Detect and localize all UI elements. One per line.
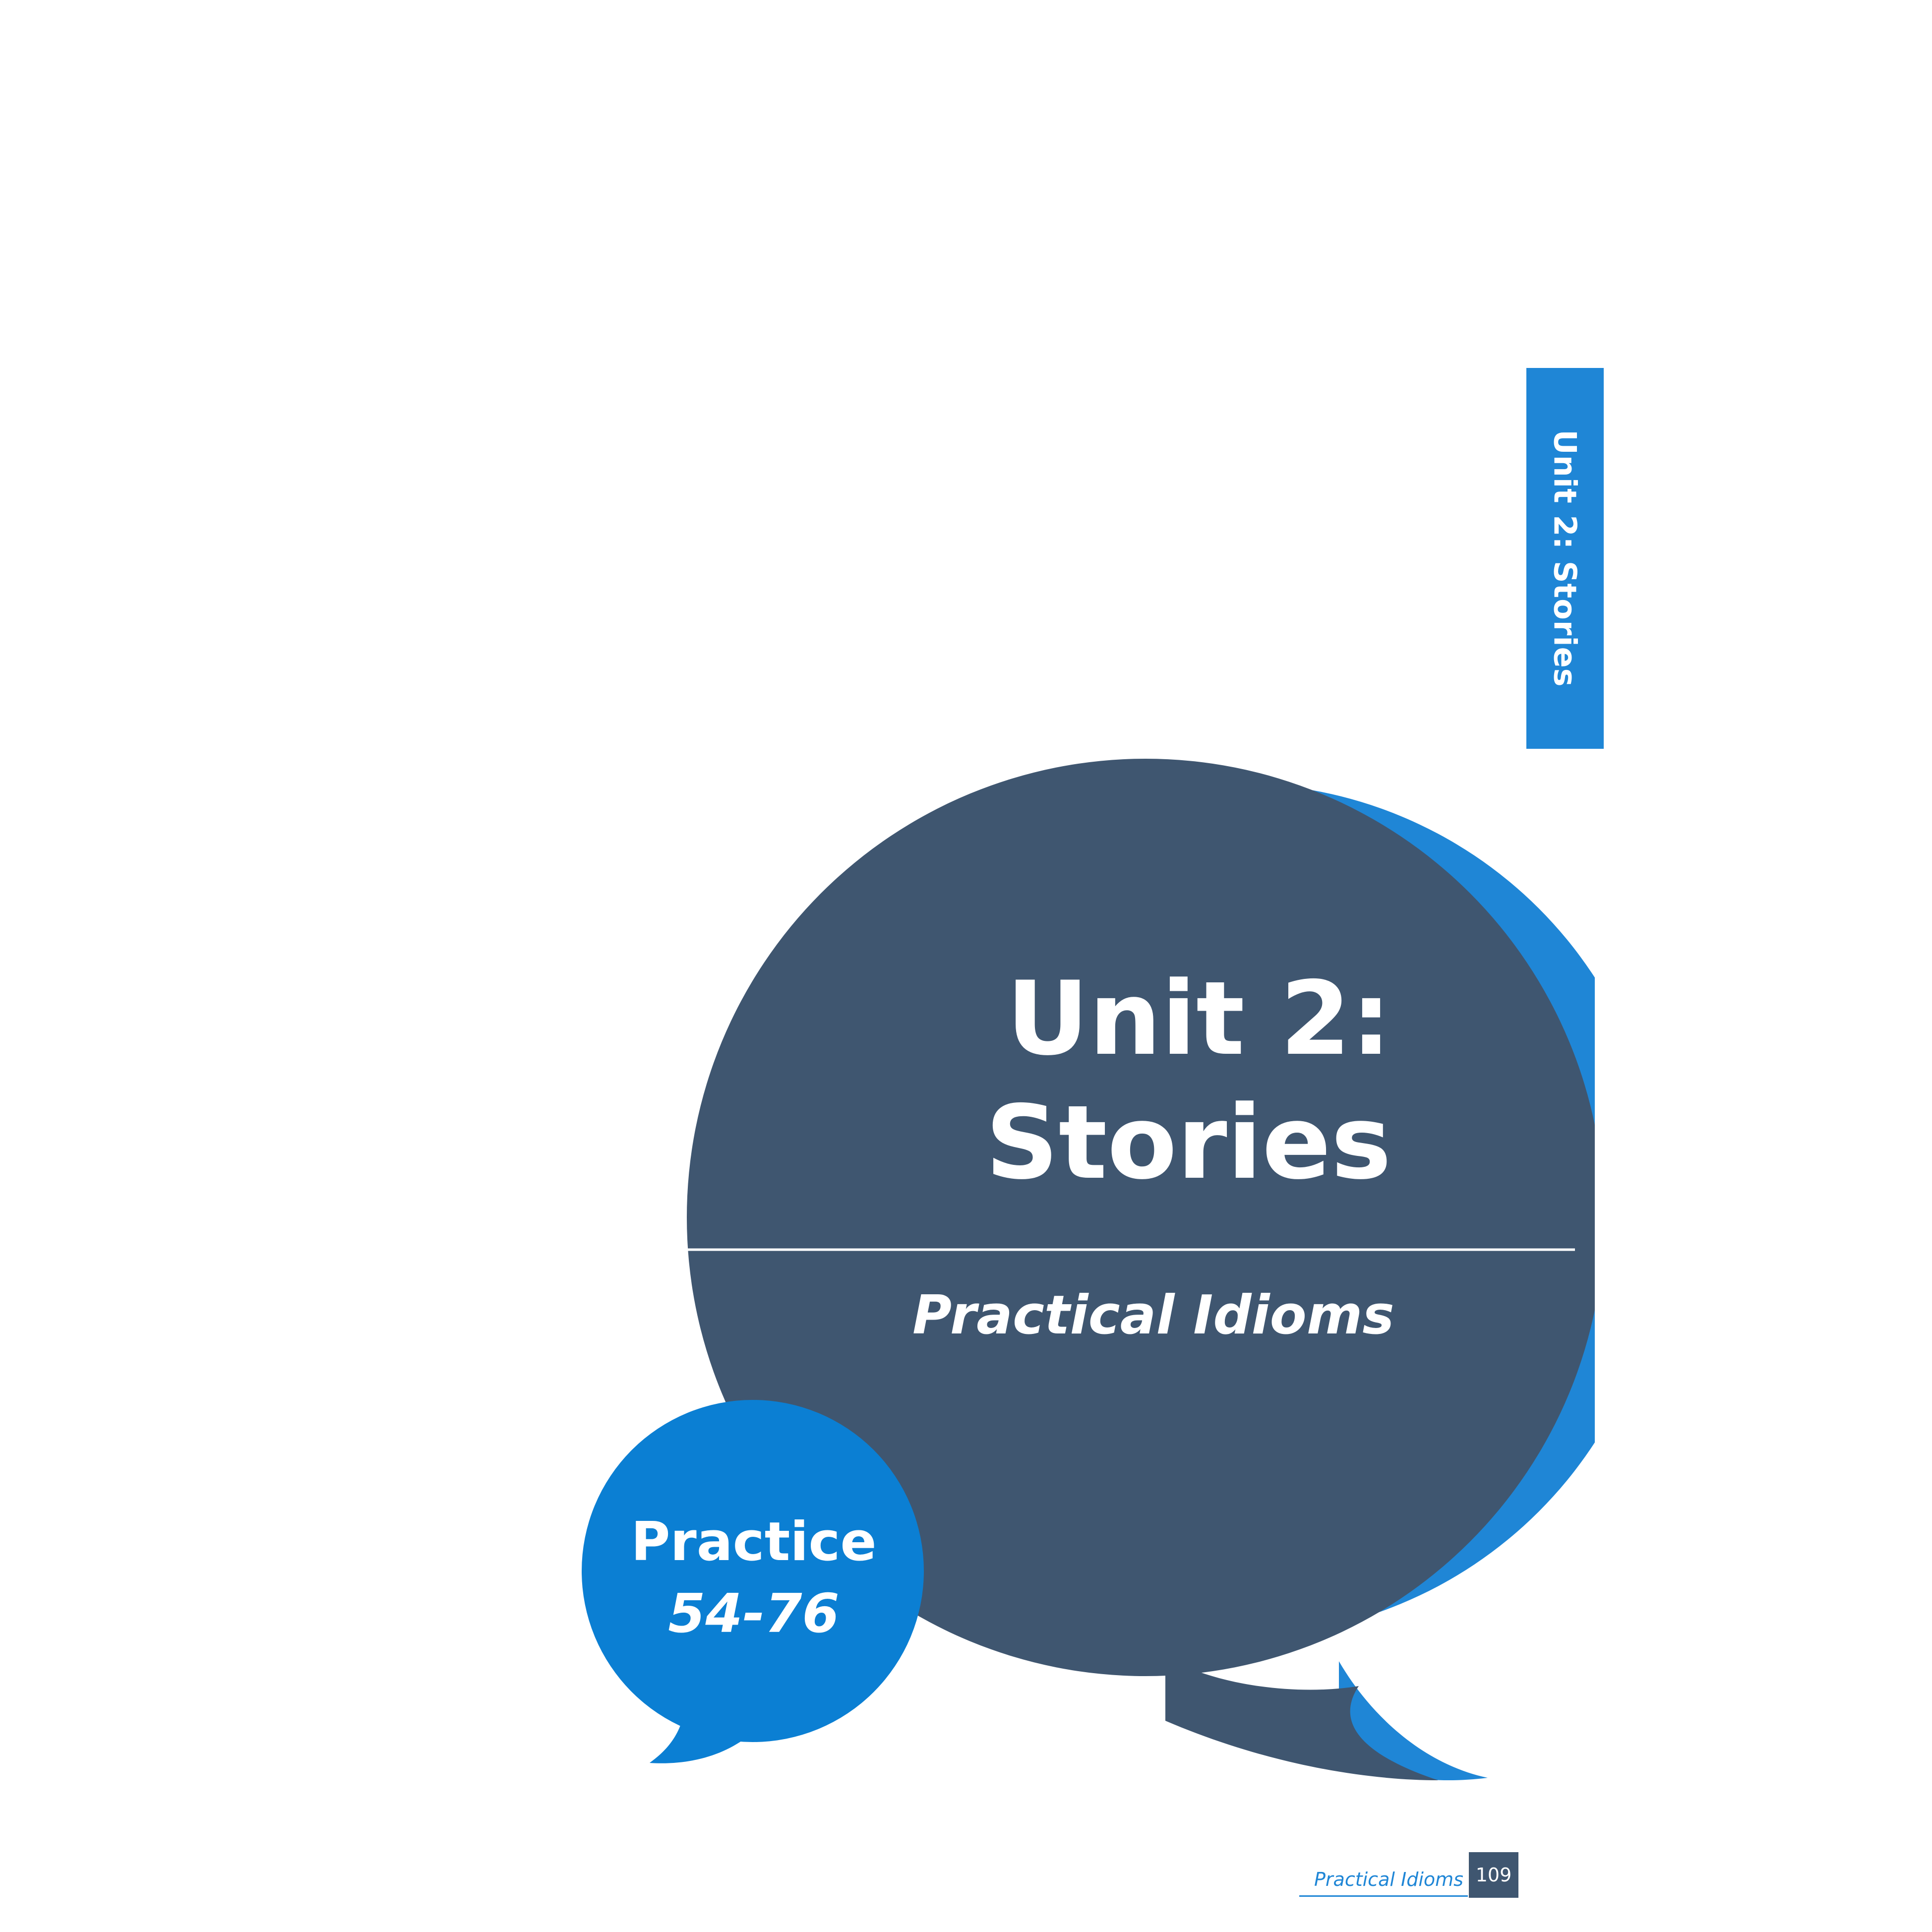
- page-number: 109: [1469, 1852, 1518, 1898]
- footer-rule: [1299, 1895, 1468, 1897]
- practice-label: Practice: [631, 1511, 877, 1573]
- practice-bubble: [582, 1400, 924, 1763]
- footer-book-title: Practical Idioms: [1314, 1869, 1463, 1890]
- unit-title-line-1: Unit 2:: [1006, 960, 1391, 1078]
- main-slate-bubble: [687, 759, 1595, 1780]
- unit-title-line-2: Stories: [985, 1084, 1391, 1202]
- unit-side-tab: Unit 2: Stories: [1526, 368, 1604, 749]
- unit-title: Unit 2: Stories: [985, 957, 1391, 1205]
- book-subtitle: Practical Idioms: [912, 1284, 1394, 1346]
- practice-badge: Practice 54-76: [590, 1505, 917, 1649]
- practice-range: 54-76: [668, 1583, 840, 1645]
